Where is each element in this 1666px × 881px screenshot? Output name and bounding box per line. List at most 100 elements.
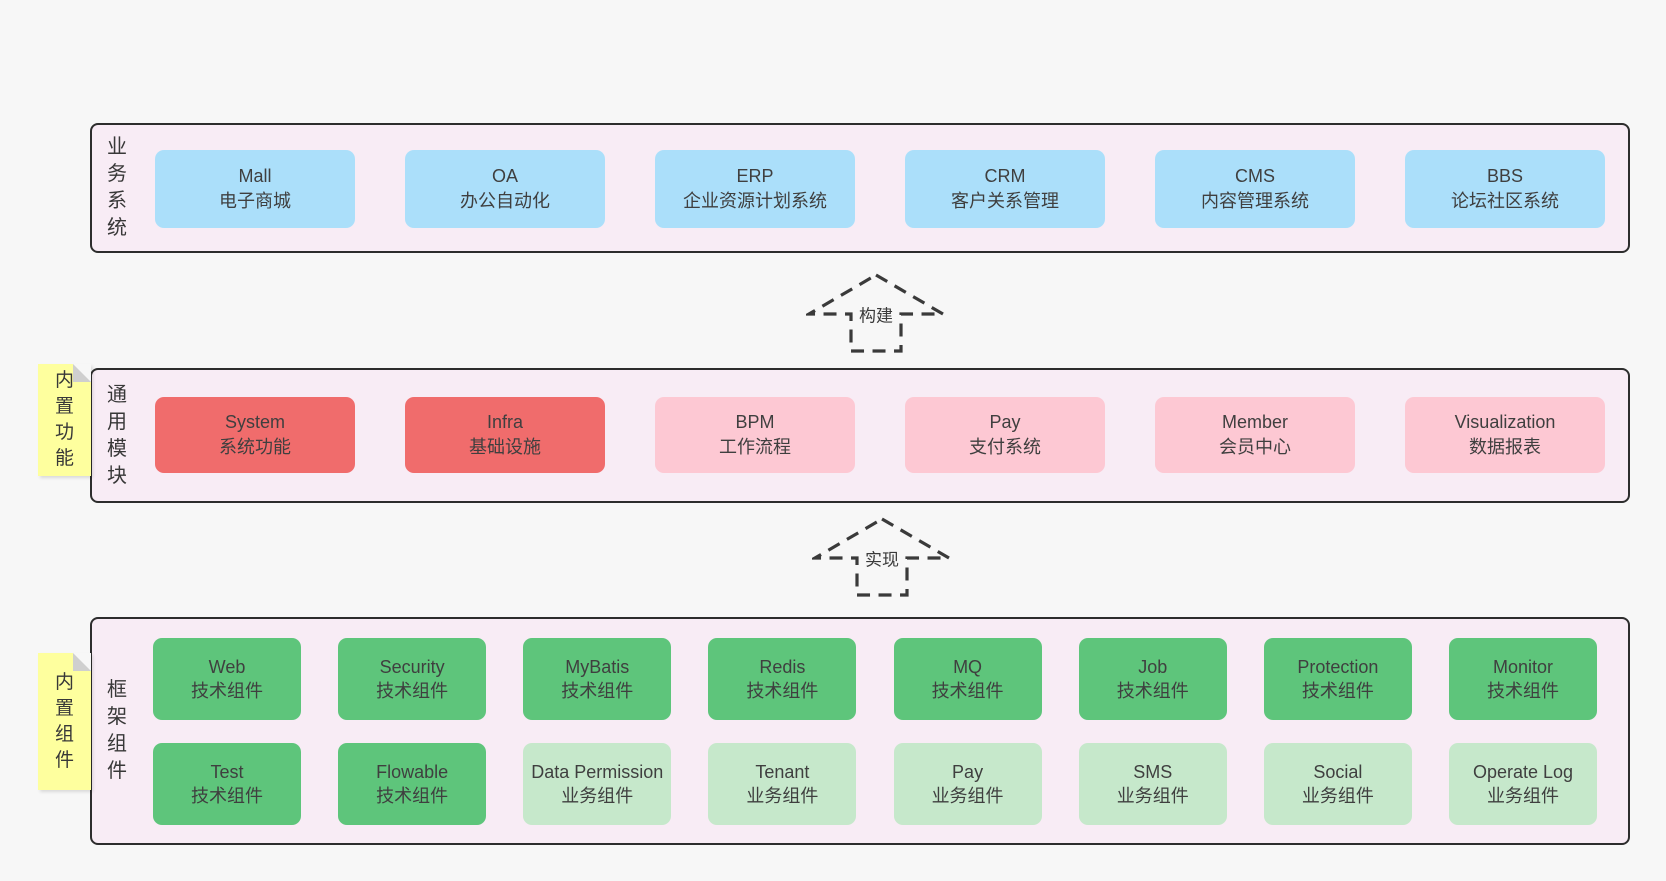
box-en-label: Infra: [486, 412, 524, 432]
box-cn-label: 技术组件: [376, 681, 449, 701]
box-cn-label: 电子商城: [219, 191, 291, 211]
business-box-row: Mall 电子商城 OA 办公自动化 ERP 企业资源计划系统 CRM 客户关系…: [155, 150, 1605, 228]
framework-components-label: 框架组件: [107, 679, 127, 782]
built-in-features-label: 内置功能: [54, 370, 74, 469]
box-en-label: BPM: [735, 412, 775, 432]
box-cn-label: 业务组件: [1301, 786, 1374, 806]
arrow-implement-label: 实现: [862, 544, 902, 572]
box-system: System 系统功能: [155, 397, 355, 473]
modules-box-row: System 系统功能 Infra 基础设施 BPM 工作流程 Pay 支付系统…: [155, 397, 1605, 473]
box-en-label: Member: [1221, 412, 1288, 432]
box-cn-label: 基础设施: [469, 437, 541, 457]
box-cn-label: 系统功能: [219, 437, 291, 457]
panel-side-label: 框架组件: [104, 619, 130, 843]
up-arrow-icon: [806, 273, 946, 353]
box-cn-label: 办公自动化: [460, 191, 550, 211]
box-en-label: OA: [491, 166, 518, 186]
box-en-label: Test: [210, 762, 244, 782]
box-mall: Mall 电子商城: [155, 150, 355, 228]
box-erp: ERP 企业资源计划系统: [655, 150, 855, 228]
box-pay-component: Pay 业务组件: [893, 743, 1042, 825]
box-monitor: Monitor 技术组件: [1448, 638, 1597, 720]
box-cn-label: 业务组件: [561, 786, 634, 806]
common-modules-panel: 通用模块 System 系统功能 Infra 基础设施 BPM 工作流程 Pay…: [90, 368, 1630, 503]
box-web: Web 技术组件: [153, 638, 301, 720]
box-en-label: ERP: [736, 166, 774, 186]
box-cn-label: 技术组件: [376, 786, 449, 806]
business-systems-panel: 业务系统 Mall 电子商城 OA 办公自动化 ERP 企业资源计划系统 CRM…: [90, 123, 1630, 253]
box-cms: CMS 内容管理系统: [1155, 150, 1355, 228]
panel-side-label: 业务系统: [104, 125, 130, 251]
framework-box-row-2: Test 技术组件 Flowable 技术组件 Data Permission …: [153, 743, 1597, 825]
box-cn-label: 技术组件: [1486, 681, 1559, 701]
box-cn-label: 技术组件: [561, 681, 634, 701]
box-cn-label: 企业资源计划系统: [683, 191, 827, 211]
box-en-label: Mall: [238, 166, 272, 186]
box-visualization: Visualization 数据报表: [1405, 397, 1605, 473]
box-sms: SMS 业务组件: [1078, 743, 1227, 825]
box-cn-label: 工作流程: [719, 437, 791, 457]
box-en-label: CMS: [1235, 166, 1275, 186]
box-cn-label: 技术组件: [1116, 681, 1189, 701]
box-cn-label: 数据报表: [1469, 437, 1541, 457]
box-data-permission: Data Permission 业务组件: [523, 743, 672, 825]
box-social: Social 业务组件: [1263, 743, 1412, 825]
box-en-label: Security: [379, 657, 445, 677]
box-en-label: BBS: [1486, 166, 1524, 186]
box-job: Job 技术组件: [1078, 638, 1227, 720]
box-en-label: Job: [1138, 657, 1168, 677]
panel-side-label: 通用模块: [104, 370, 130, 501]
box-en-label: Social: [1313, 762, 1363, 782]
common-modules-label: 通用模块: [107, 383, 127, 487]
box-crm: CRM 客户关系管理: [905, 150, 1105, 228]
box-security: Security 技术组件: [338, 638, 487, 720]
box-en-label: Protection: [1297, 657, 1379, 677]
box-en-label: Pay: [952, 762, 984, 782]
up-arrow-icon: [812, 517, 952, 597]
box-operate-log: Operate Log 业务组件: [1448, 743, 1597, 825]
box-en-label: MyBatis: [565, 657, 630, 677]
framework-box-row-1: Web 技术组件 Security 技术组件 MyBatis 技术组件 Redi…: [153, 638, 1597, 720]
box-en-label: Visualization: [1454, 412, 1556, 432]
box-cn-label: 技术组件: [931, 681, 1004, 701]
box-cn-label: 技术组件: [191, 681, 263, 701]
box-en-label: Flowable: [376, 762, 449, 782]
box-cn-label: 论坛社区系统: [1451, 191, 1559, 211]
sticky-tab-built-in-components: 内置组件: [38, 653, 91, 790]
box-mybatis: MyBatis 技术组件: [523, 638, 672, 720]
arrow-build: 构建: [806, 272, 946, 354]
box-redis: Redis 技术组件: [708, 638, 857, 720]
built-in-components-label: 内置组件: [54, 671, 74, 771]
box-cn-label: 业务组件: [1116, 786, 1189, 806]
box-cn-label: 技术组件: [191, 786, 263, 806]
box-pay: Pay 支付系统: [905, 397, 1105, 473]
framework-components-panel: 框架组件 Web 技术组件 Security 技术组件 MyBatis 技术组件…: [90, 617, 1630, 845]
box-infra: Infra 基础设施: [405, 397, 605, 473]
box-member: Member 会员中心: [1155, 397, 1355, 473]
box-bpm: BPM 工作流程: [655, 397, 855, 473]
box-mq: MQ 技术组件: [893, 638, 1042, 720]
box-cn-label: 业务组件: [1486, 786, 1559, 806]
box-en-label: Web: [208, 657, 246, 677]
box-cn-label: 会员中心: [1219, 437, 1291, 457]
box-cn-label: 内容管理系统: [1201, 191, 1309, 211]
box-oa: OA 办公自动化: [405, 150, 605, 228]
box-cn-label: 客户关系管理: [951, 191, 1059, 211]
arrow-implement: 实现: [812, 516, 952, 598]
arrow-build-label: 构建: [856, 300, 896, 328]
box-en-label: System: [224, 412, 285, 432]
box-en-label: Operate Log: [1472, 762, 1574, 782]
box-cn-label: 技术组件: [1301, 681, 1374, 701]
box-en-label: SMS: [1133, 762, 1173, 782]
box-cn-label: 业务组件: [931, 786, 1004, 806]
box-en-label: Monitor: [1492, 657, 1553, 677]
box-en-label: Tenant: [755, 762, 810, 782]
box-en-label: CRM: [984, 166, 1026, 186]
box-en-label: Pay: [989, 412, 1021, 432]
box-en-label: Redis: [759, 657, 806, 677]
box-en-label: MQ: [953, 657, 983, 677]
box-bbs: BBS 论坛社区系统: [1405, 150, 1605, 228]
sticky-tab-built-in-features: 内置功能: [38, 364, 91, 476]
business-systems-label: 业务系统: [107, 136, 127, 239]
